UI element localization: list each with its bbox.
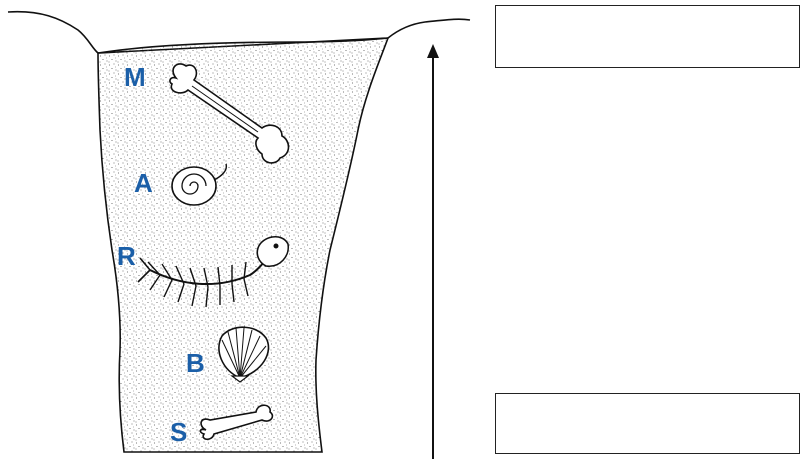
- layer-label-r: R: [117, 241, 136, 271]
- answer-box-bottom[interactable]: [495, 393, 800, 454]
- time-arrow: [427, 44, 439, 459]
- layer-label-b: B: [186, 348, 205, 378]
- dig-pit: [98, 38, 388, 452]
- layer-label-a: A: [134, 168, 153, 198]
- layer-label-m: M: [124, 62, 146, 92]
- answer-box-top[interactable]: [495, 5, 800, 68]
- layer-label-s: S: [170, 417, 187, 447]
